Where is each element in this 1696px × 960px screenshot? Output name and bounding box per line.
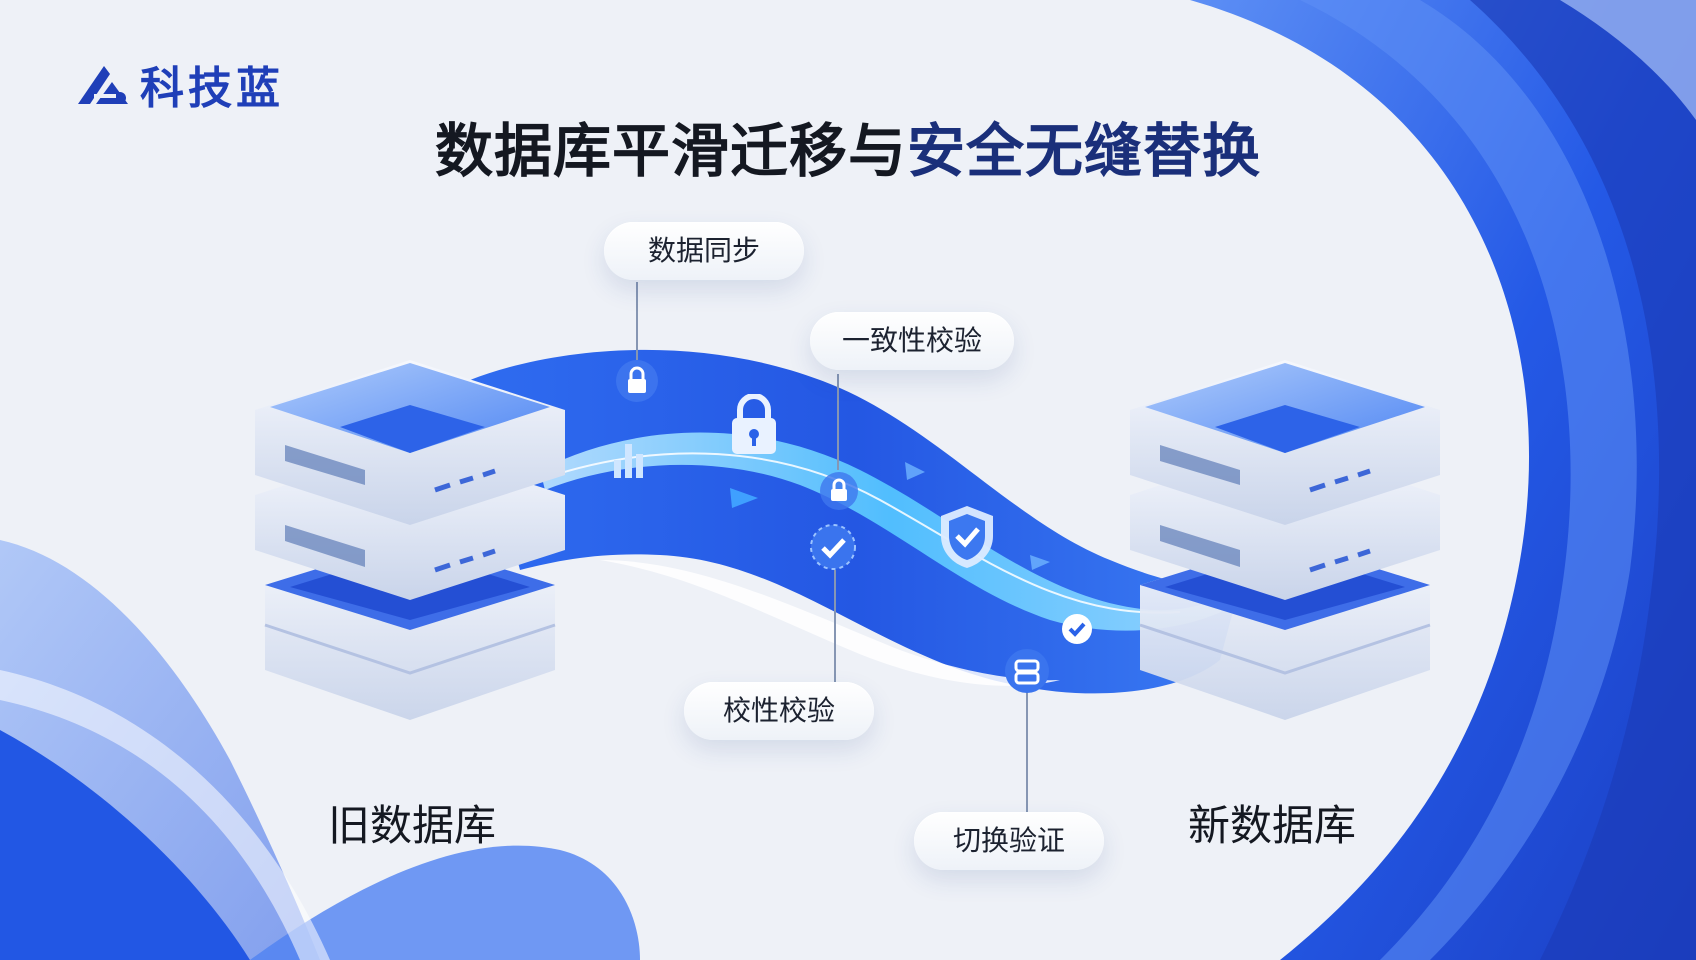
lock-icon [732, 394, 776, 454]
old-database-label: 旧数据库 [328, 801, 497, 850]
data-stream-line [544, 452, 1181, 614]
brand-name: 科技蓝 [140, 63, 284, 114]
logo-mark-icon [78, 66, 128, 104]
ribbon-fold [600, 560, 1060, 686]
check-icon [1062, 614, 1092, 644]
old-database-server [255, 360, 565, 720]
right-edge-light [1560, 0, 1696, 120]
new-database-server [1130, 360, 1440, 720]
step-label-data-sync: 数据同步 [604, 222, 804, 280]
step-label-switch-verify: 切换验证 [914, 812, 1104, 870]
step-label-consistency-check: 一致性校验 [810, 312, 1014, 370]
flow-arrow-2 [905, 462, 925, 480]
bottom-wave [250, 845, 640, 960]
right-arc-inner [1470, 0, 1696, 960]
step-label-verification: 校性校验 [684, 682, 874, 740]
lock-icon [820, 472, 858, 510]
title-main: 数据库平滑迁移与 [434, 117, 907, 185]
flow-arrow-3 [1030, 555, 1050, 570]
brand-logo: 科技蓝 [74, 52, 284, 116]
check-icon [810, 524, 856, 570]
new-database-label: 新数据库 [1188, 801, 1357, 850]
page-title: 数据库平滑迁移与安全无缝替换 [0, 104, 1696, 188]
flow-arrow [730, 488, 758, 508]
left-wave-front [0, 730, 250, 960]
lock-icon [616, 360, 658, 402]
switch-icon [1005, 649, 1049, 693]
shield-icon [941, 506, 993, 568]
data-stream [540, 432, 1240, 631]
title-accent: 安全无缝替换 [907, 117, 1262, 185]
chart-icon [614, 444, 643, 478]
right-arc-highlight [1300, 0, 1637, 960]
bottom-wave-light [0, 670, 330, 960]
